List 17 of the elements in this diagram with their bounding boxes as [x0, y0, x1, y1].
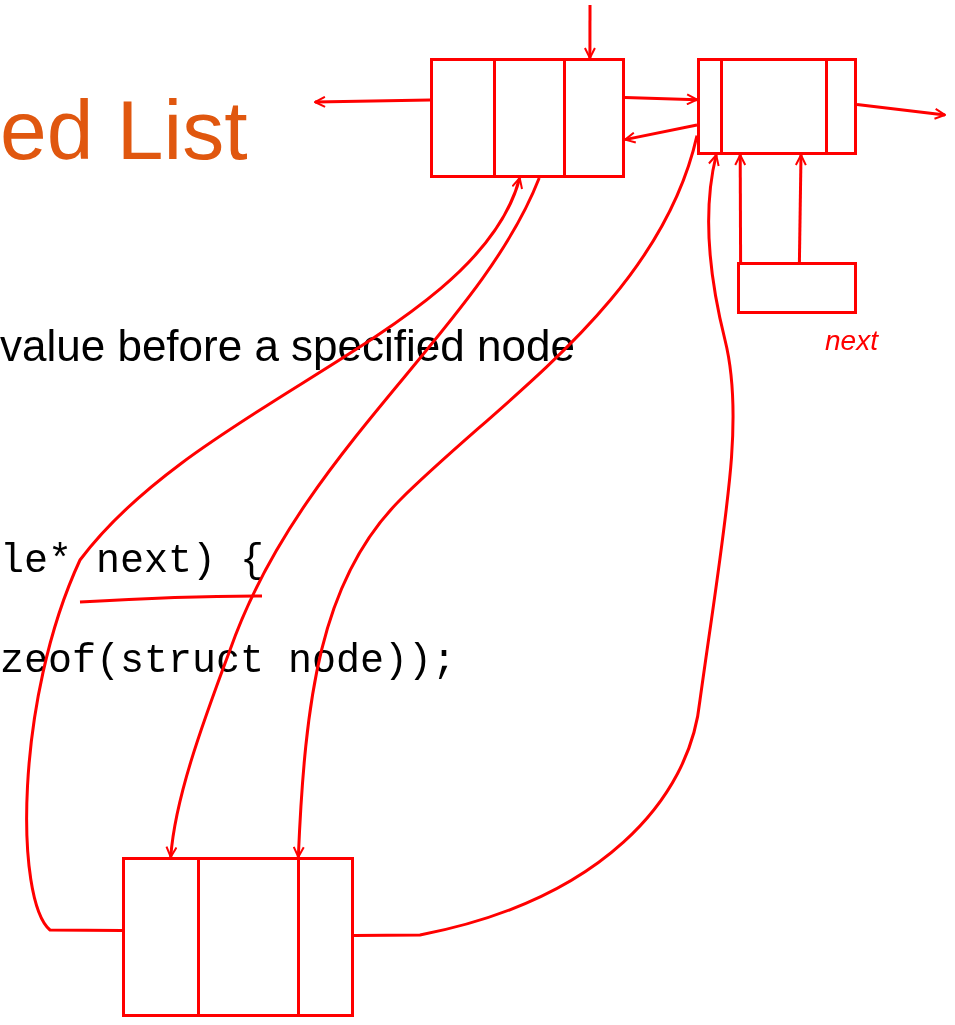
arrow [583, 5, 596, 59]
code-line: le* next) { [0, 538, 265, 586]
handwritten-note: next [825, 327, 878, 355]
slide-title: ed List [0, 88, 248, 172]
arrow [314, 95, 431, 108]
arrow [734, 154, 747, 262]
list-node-box [430, 58, 625, 178]
arrow [292, 135, 699, 858]
list-node-box [122, 857, 354, 1017]
arrow [794, 154, 807, 263]
arrow [25, 177, 522, 933]
arrow [624, 93, 698, 106]
arrow [165, 177, 541, 858]
list-node-box [697, 58, 857, 155]
arrow [624, 123, 698, 144]
arrow [354, 154, 735, 937]
arrow [856, 103, 946, 120]
